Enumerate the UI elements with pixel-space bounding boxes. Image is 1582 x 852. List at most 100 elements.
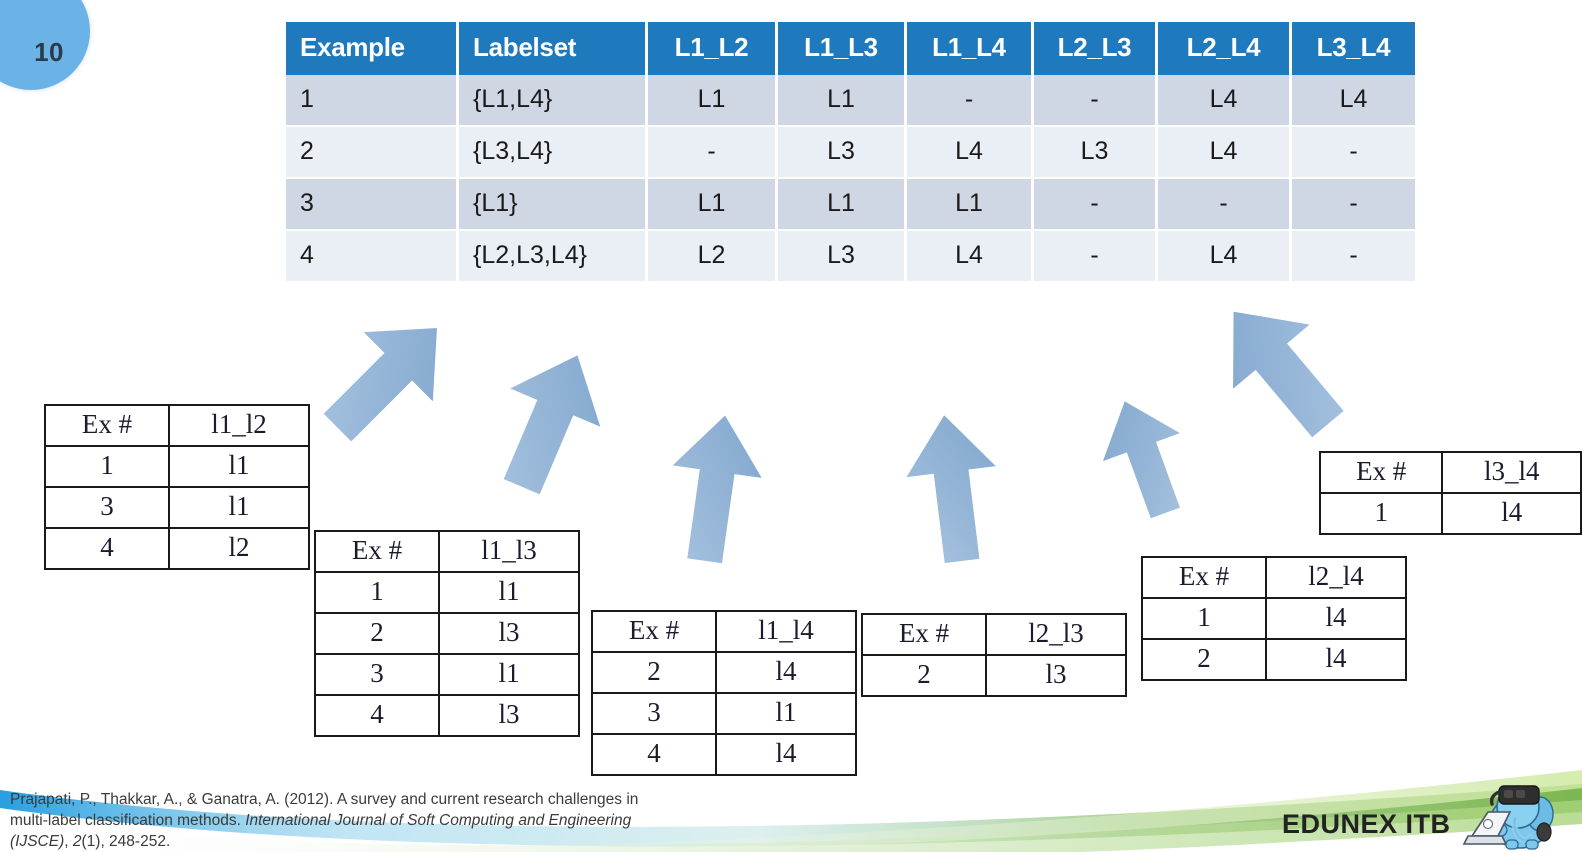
pair-cell-value: l1 — [438, 571, 580, 614]
table-row: 1 {L1,L4} L1 L1 - - L4 L4 — [286, 75, 1415, 127]
pair-cell-ex: 3 — [314, 653, 440, 696]
cell-labelset: {L1} — [457, 178, 648, 231]
header-labelset: Labelset — [457, 22, 648, 75]
cell-l1-l3: L1 — [776, 178, 907, 231]
cell-l3-l4: - — [1290, 178, 1415, 231]
table-row: 4 {L2,L3,L4} L2 L3 L4 - L4 - — [286, 230, 1415, 283]
pair-table-l1-l2: Ex # l1_l2 1 l1 3 l1 4 l2 — [44, 404, 310, 570]
pair-cell-ex: 4 — [591, 733, 717, 776]
cell-l2-l3: - — [1032, 178, 1158, 231]
pair-header-ex: Ex # — [1141, 556, 1267, 599]
cell-l1-l2: L1 — [646, 178, 778, 231]
pair-table-header-row: Ex # l1_l2 — [44, 404, 310, 447]
cell-l2-l4: - — [1156, 178, 1292, 231]
cell-l1-l3: L3 — [776, 126, 907, 179]
pair-table-row: 2 l3 — [861, 654, 1127, 697]
pair-cell-ex: 2 — [591, 651, 717, 694]
header-example: Example — [286, 22, 459, 75]
pair-header-label: l3_l4 — [1441, 451, 1582, 494]
pair-cell-value: l1 — [168, 445, 310, 488]
pair-cell-value: l3 — [438, 694, 580, 737]
cell-l1-l2: L2 — [646, 230, 778, 283]
pair-header-ex: Ex # — [1318, 451, 1444, 494]
header-l2-l4: L2_L4 — [1156, 22, 1292, 75]
pair-table-row: 3 l1 — [314, 653, 580, 696]
arrow-to-l3-l4 — [1232, 310, 1346, 439]
cell-labelset: {L2,L3,L4} — [457, 230, 648, 283]
cell-l2-l4: L4 — [1156, 126, 1292, 179]
table-row: 3 {L1} L1 L1 L1 - - - — [286, 178, 1415, 231]
pair-table-l1-l4: Ex # l1_l4 2 l4 3 l1 4 l4 — [591, 610, 857, 776]
cell-l2-l3: - — [1032, 75, 1158, 127]
citation-part3: (1), 248-252. — [81, 833, 171, 850]
pair-table-header-row: Ex # l1_l4 — [591, 610, 857, 653]
pair-header-label: l1_l2 — [168, 404, 310, 447]
pair-cell-ex: 3 — [44, 486, 170, 529]
pair-table-header-row: Ex # l3_l4 — [1318, 451, 1582, 494]
pair-cell-ex: 1 — [1141, 597, 1267, 640]
pair-table-row: 1 l1 — [314, 571, 580, 614]
pair-header-label: l1_l3 — [438, 530, 580, 573]
arrow-to-l2-l4 — [1101, 399, 1183, 520]
pair-cell-ex: 2 — [861, 654, 987, 697]
cell-l1-l3: L1 — [776, 75, 907, 127]
header-l1-l3: L1_L3 — [776, 22, 907, 75]
pair-cell-value: l1 — [438, 653, 580, 696]
main-pairwise-table: Example Labelset L1_L2 L1_L3 L1_L4 L2_L3… — [286, 22, 1415, 283]
cell-l2-l3: L3 — [1032, 126, 1158, 179]
pair-cell-value: l4 — [1265, 597, 1407, 640]
pair-table-row: 3 l1 — [44, 486, 310, 529]
table-row: 2 {L3,L4} - L3 L4 L3 L4 - — [286, 126, 1415, 179]
pair-table-l2-l3: Ex # l2_l3 2 l3 — [861, 613, 1127, 697]
pair-table-row: 4 l2 — [44, 527, 310, 570]
cell-l1-l4: L1 — [905, 178, 1034, 231]
citation-sep: , — [64, 833, 73, 850]
cell-example: 3 — [286, 178, 459, 231]
cell-l2-l4: L4 — [1156, 230, 1292, 283]
pair-table-row: 2 l4 — [1141, 638, 1407, 681]
pair-cell-value: l4 — [1265, 638, 1407, 681]
arrow-to-l1-l2 — [322, 326, 439, 443]
cell-l2-l3: - — [1032, 230, 1158, 283]
cell-labelset: {L1,L4} — [457, 75, 648, 127]
pair-cell-value: l4 — [715, 733, 857, 776]
cell-l1-l2: - — [646, 126, 778, 179]
cell-l1-l3: L3 — [776, 230, 907, 283]
pair-table-l3-l4: Ex # l3_l4 1 l4 — [1318, 451, 1582, 535]
citation-text: Prajapati, P., Thakkar, A., & Ganatra, A… — [10, 789, 670, 852]
pair-header-ex: Ex # — [44, 404, 170, 447]
pair-table-header-row: Ex # l2_l3 — [861, 613, 1127, 656]
cell-l1-l4: L4 — [905, 126, 1034, 179]
cell-example: 2 — [286, 126, 459, 179]
pair-table-l1-l3: Ex # l1_l3 1 l1 2 l3 3 l1 4 l3 — [314, 530, 580, 737]
header-l1-l4: L1_L4 — [905, 22, 1034, 75]
citation-volume: 2 — [72, 833, 82, 850]
pair-header-label: l2_l4 — [1265, 556, 1407, 599]
cell-l1-l4: L4 — [905, 230, 1034, 283]
table-header-row: Example Labelset L1_L2 L1_L3 L1_L4 L2_L3… — [286, 22, 1415, 75]
cell-l1-l4: - — [905, 75, 1034, 127]
pair-table-row: 4 l3 — [314, 694, 580, 737]
pair-table-header-row: Ex # l2_l4 — [1141, 556, 1407, 599]
pair-cell-ex: 3 — [591, 692, 717, 735]
pair-cell-value: l2 — [168, 527, 310, 570]
pair-table-l2-l4: Ex # l2_l4 1 l4 2 l4 — [1141, 556, 1407, 681]
cell-example: 1 — [286, 75, 459, 127]
cell-l3-l4: L4 — [1290, 75, 1415, 127]
pair-header-ex: Ex # — [314, 530, 440, 573]
pair-cell-ex: 1 — [314, 571, 440, 614]
pair-table-header-row: Ex # l1_l3 — [314, 530, 580, 573]
pair-header-ex: Ex # — [861, 613, 987, 656]
pair-cell-ex: 1 — [44, 445, 170, 488]
pair-table-row: 4 l4 — [591, 733, 857, 776]
pair-table-row: 3 l1 — [591, 692, 857, 735]
header-l2-l3: L2_L3 — [1032, 22, 1158, 75]
cell-l2-l4: L4 — [1156, 75, 1292, 127]
header-l1-l2: L1_L2 — [646, 22, 778, 75]
pair-table-row: 2 l4 — [591, 651, 857, 694]
slide-number-badge: 10 — [0, 0, 90, 90]
citation-journal: International Journal of Soft Computing … — [10, 812, 632, 850]
cell-l1-l2: L1 — [646, 75, 778, 127]
cell-l3-l4: - — [1290, 126, 1415, 179]
